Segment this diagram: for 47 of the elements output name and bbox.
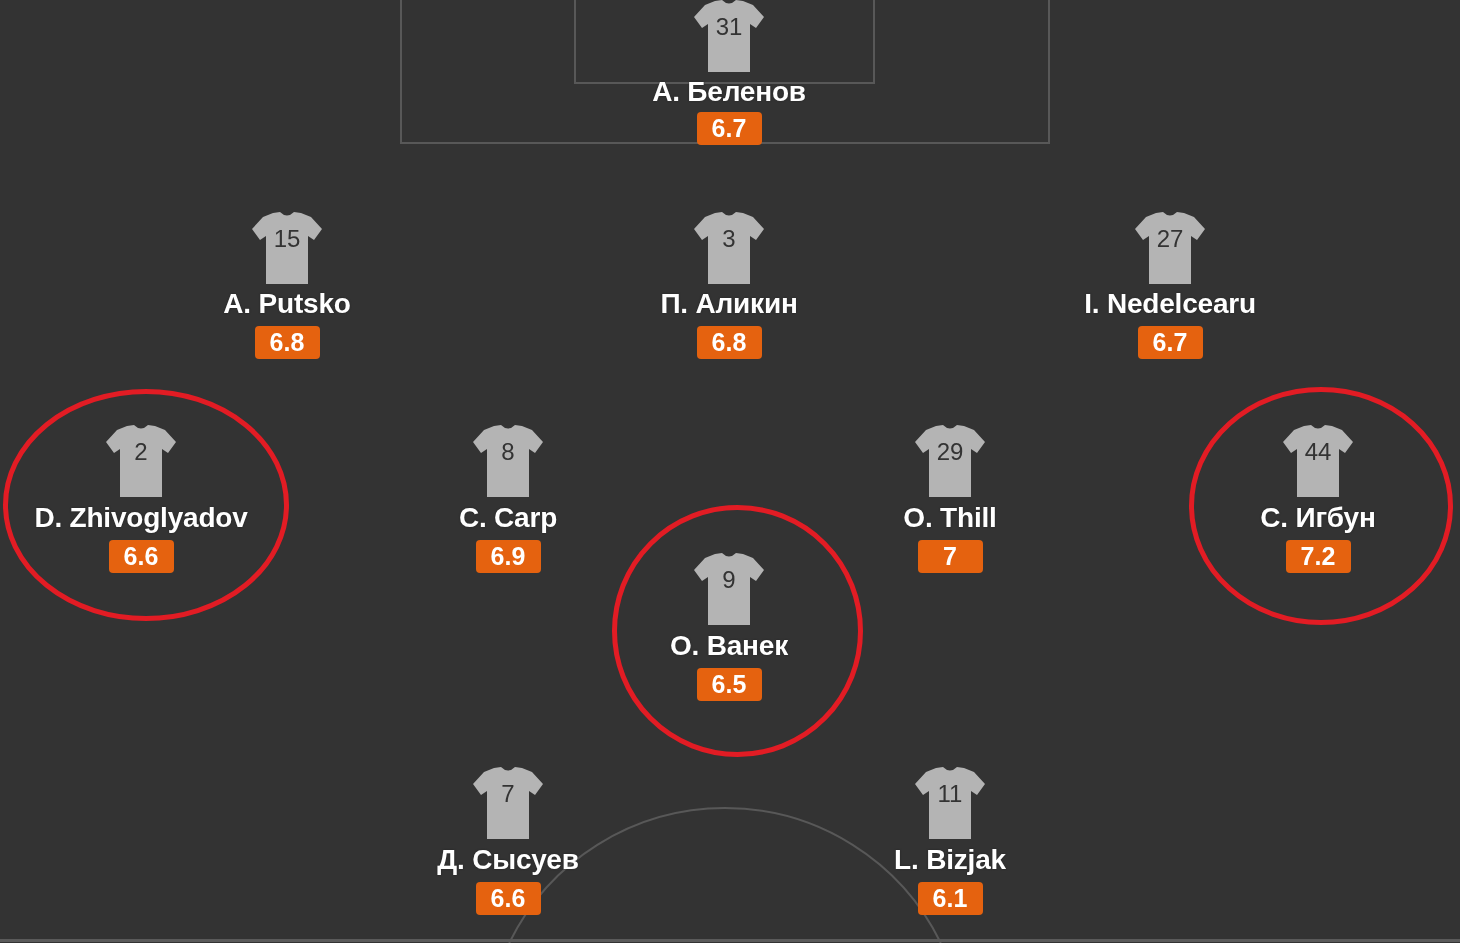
jersey xyxy=(1134,212,1206,284)
jersey xyxy=(693,212,765,284)
rating-badge: 6.9 xyxy=(475,539,541,573)
highlight-circle xyxy=(612,505,863,757)
player-name: А. Беленов xyxy=(652,77,806,107)
rating-badge: 6.6 xyxy=(108,539,174,573)
highlight-circle xyxy=(1189,387,1453,625)
shirt-number: 2 xyxy=(134,439,148,465)
rating-badge: 6.7 xyxy=(1137,325,1203,359)
jersey xyxy=(693,0,765,72)
player-name: I. Nedelcearu xyxy=(1084,289,1256,319)
highlight-circle xyxy=(3,389,289,621)
jersey xyxy=(251,212,323,284)
player-name: П. Аликин xyxy=(660,289,798,319)
shirt-number: 29 xyxy=(936,439,964,465)
rating-badge: 6.7 xyxy=(696,111,762,145)
jersey xyxy=(693,553,765,625)
shirt-number: 11 xyxy=(937,781,963,807)
player-name: C. Carp xyxy=(458,503,558,533)
rating-badge: 7.2 xyxy=(1285,539,1351,573)
jersey xyxy=(472,425,544,497)
shirt-number: 7 xyxy=(501,781,515,807)
rating-badge: 6.6 xyxy=(475,881,541,915)
jersey xyxy=(914,425,986,497)
shirt-number: 8 xyxy=(501,439,515,465)
shirt-number: 44 xyxy=(1304,439,1332,465)
player-name: С. Игбун xyxy=(1260,503,1376,533)
shirt-number: 31 xyxy=(715,14,743,40)
rating-badge: 6.8 xyxy=(696,325,762,359)
shirt-number: 15 xyxy=(273,226,301,252)
rating-badge: 6.5 xyxy=(696,667,762,701)
jersey xyxy=(472,767,544,839)
shirt-number: 9 xyxy=(722,567,736,593)
jersey xyxy=(914,767,986,839)
rating-badge: 6.1 xyxy=(917,881,983,915)
player-name: O. Thill xyxy=(903,503,997,533)
player-name: О. Ванек xyxy=(670,631,788,661)
shirt-number: 3 xyxy=(722,226,736,252)
player-name: A. Putsko xyxy=(223,289,351,319)
player-name: L. Bizjak xyxy=(894,845,1006,875)
rating-badge: 6.8 xyxy=(254,325,320,359)
shirt-number: 27 xyxy=(1156,226,1184,252)
rating-badge: 7 xyxy=(917,539,983,573)
player-name: Д. Сысуев xyxy=(437,845,579,875)
player-name: D. Zhivoglyadov xyxy=(34,503,248,533)
jersey xyxy=(1282,425,1354,497)
jersey xyxy=(105,425,177,497)
